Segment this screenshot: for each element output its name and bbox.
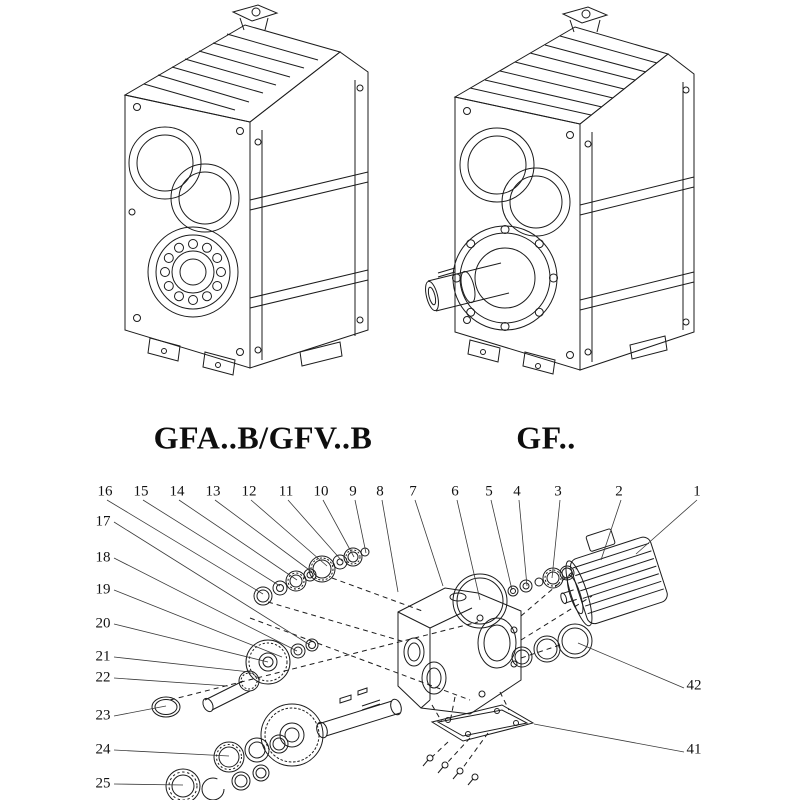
input-shaft-parts [254,548,369,605]
model-label-flange-mount: GFA..B/GFV..B [153,419,373,456]
callout-number: 9 [349,483,357,500]
gearbox-drawing-flange-mount [125,5,368,375]
callout-number: 23 [95,707,111,724]
callout-number: 20 [95,615,111,632]
callout-number: 24 [95,741,111,758]
cover-rings [512,624,592,667]
callout-number: 5 [485,483,493,500]
callout-number: 22 [95,669,111,686]
gearbox-drawing-solid-shaft [423,7,694,374]
callout-number: 1 [693,483,701,500]
callout-number: 16 [97,483,113,500]
gearbox-housing [398,588,521,714]
callout-number: 19 [95,581,111,598]
output-shaft [423,263,509,312]
callout-number: 11 [278,483,294,500]
output-gear-shaft [261,688,403,766]
callout-number: 7 [409,483,417,500]
bore-circles [460,128,570,236]
motor [545,518,669,631]
assembly-axis-lines [170,568,592,769]
callout-number: 6 [451,483,459,500]
leader-lines [107,500,697,785]
callout-number: 2 [615,483,623,500]
bearing-detail [148,227,238,317]
callout-number: 10 [313,483,329,500]
callout-number: 3 [554,483,562,500]
callout-number: 41 [686,741,702,758]
bore-circles [129,127,239,232]
callout-number: 15 [133,483,149,500]
intermediate-gear-parts [152,639,318,717]
model-label-solid-shaft: GF.. [516,419,576,456]
callout-number: 17 [95,513,111,530]
bottom-cover-plate [423,705,533,785]
gasket-ring [453,574,507,628]
callout-number: 13 [205,483,221,500]
adapter-parts [508,566,574,596]
callout-number: 42 [686,677,702,694]
callout-number: 12 [241,483,257,500]
callout-number: 18 [95,549,111,566]
callout-number: 25 [95,775,111,792]
callout-number: 4 [513,483,521,500]
callout-number: 14 [169,483,185,500]
callout-number: 8 [376,483,384,500]
callout-number: 21 [95,648,111,665]
output-bearing-parts [166,735,288,800]
output-flange [453,226,558,331]
exploded-view-diagram [152,518,669,800]
